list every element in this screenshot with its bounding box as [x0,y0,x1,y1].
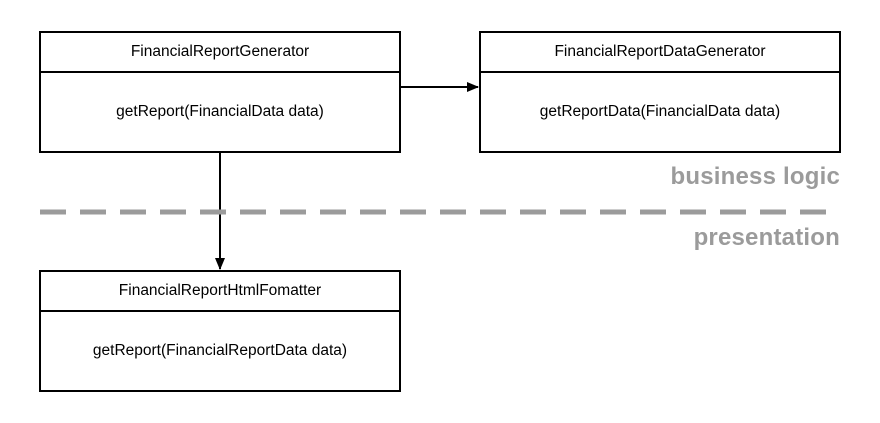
class-name: FinancialReportHtmlFomatter [41,272,399,312]
class-method: getReportData(FinancialData data) [539,103,781,120]
class-box-financial-report-generator[interactable]: FinancialReportGenerator getReport(Finan… [39,31,401,153]
class-method: getReport(FinancialReportData data) [92,342,348,359]
class-box-financial-report-data-generator[interactable]: FinancialReportDataGenerator getReportDa… [479,31,841,153]
class-name: FinancialReportGenerator [41,33,399,73]
class-box-financial-report-html-formatter[interactable]: FinancialReportHtmlFomatter getReport(Fi… [39,270,401,392]
layer-label-business-logic: business logic [670,163,840,190]
class-name: FinancialReportDataGenerator [481,33,839,73]
class-method: getReport(FinancialData data) [116,103,324,120]
layer-label-presentation: presentation [693,224,840,251]
